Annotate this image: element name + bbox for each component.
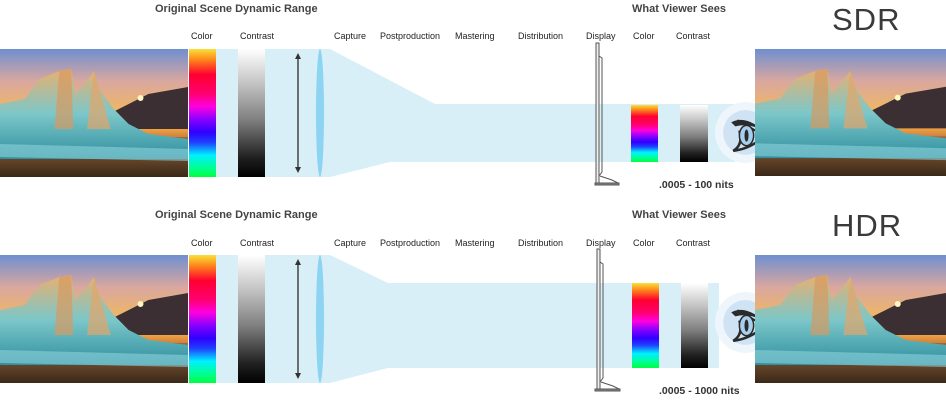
- display-icon: [594, 248, 621, 392]
- stage-label: Color: [191, 31, 213, 41]
- sdr-pipeline: [0, 42, 946, 186]
- lens-icon: [316, 255, 324, 383]
- stage-label: Display: [586, 238, 616, 248]
- scene-title: Original Scene Dynamic Range: [155, 209, 318, 221]
- viewer-contrast-bar: [680, 105, 708, 162]
- stage-label: Postproduction: [380, 238, 441, 248]
- scene-color-bar: [189, 255, 216, 383]
- row-label: HDR: [832, 208, 903, 243]
- stage-label: Contrast: [676, 31, 711, 41]
- stage-label: Distribution: [518, 31, 564, 41]
- stage-label: Color: [191, 238, 213, 248]
- viewer-scene-image: [755, 49, 946, 176]
- original-scene-image: [0, 255, 188, 383]
- viewer-color-bar: [631, 105, 658, 162]
- stage-label: Distribution: [518, 238, 564, 248]
- stage-label: Mastering: [455, 238, 495, 248]
- display-icon: [594, 42, 620, 186]
- original-scene-image: [0, 49, 188, 177]
- viewer-title: What Viewer Sees: [632, 3, 726, 15]
- viewer-contrast-bar: [681, 283, 708, 368]
- stage-label: Capture: [334, 238, 367, 248]
- stage-label: Color: [633, 31, 655, 41]
- stage-label: Contrast: [240, 31, 275, 41]
- viewer-scene-image: [755, 255, 946, 383]
- hdr-pipeline: [0, 248, 946, 392]
- stage-label: Postproduction: [380, 31, 441, 41]
- stage-label: Mastering: [455, 31, 495, 41]
- scene-title: Original Scene Dynamic Range: [155, 3, 318, 15]
- stage-label: Contrast: [240, 238, 275, 248]
- row-label: SDR: [832, 2, 901, 37]
- scene-contrast-bar: [238, 49, 265, 177]
- nits-range: .0005 - 1000 nits: [659, 385, 740, 397]
- scene-contrast-bar: [238, 255, 265, 383]
- scene-color-bar: [189, 49, 216, 177]
- lens-icon: [316, 49, 324, 177]
- stage-label: Display: [586, 31, 616, 41]
- stage-label: Capture: [334, 31, 367, 41]
- nits-range: .0005 - 100 nits: [659, 179, 734, 191]
- viewer-title: What Viewer Sees: [632, 209, 726, 221]
- stage-label: Color: [633, 238, 655, 248]
- stage-label: Contrast: [676, 238, 711, 248]
- viewer-color-bar: [632, 283, 659, 368]
